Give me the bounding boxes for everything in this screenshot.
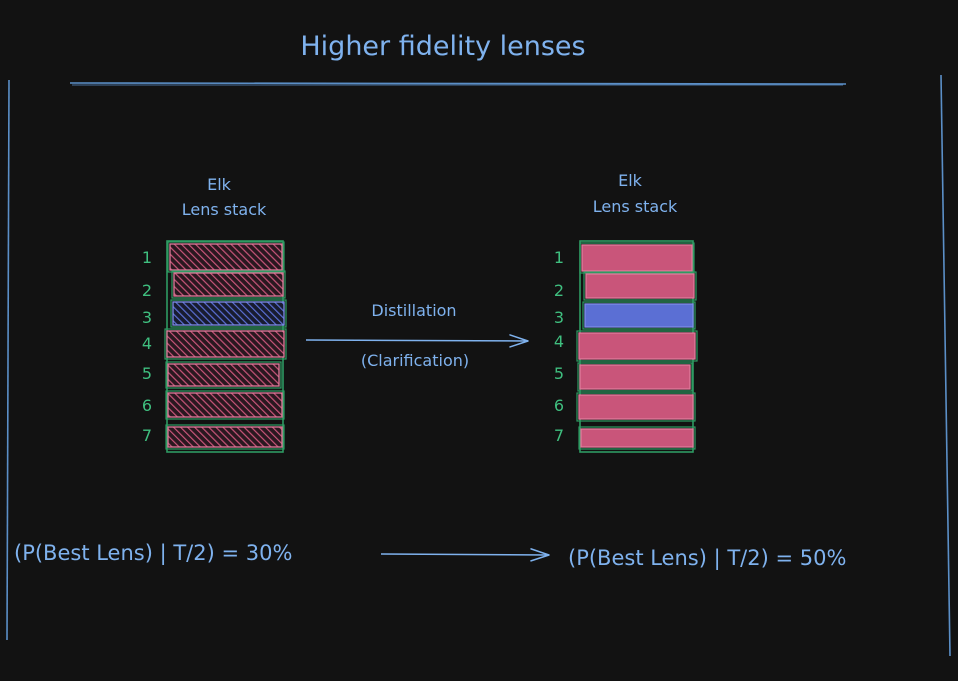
left-lens-layer-3 <box>172 301 285 326</box>
left-layer-number-3: 3 <box>142 308 152 327</box>
left-lens-layer-5 <box>167 363 280 387</box>
frame-left-line <box>6 79 10 641</box>
right-layer-number-6: 6 <box>554 396 564 415</box>
left-layer-cell-4 <box>164 328 287 360</box>
left-layer-cell-5 <box>165 361 282 389</box>
left-layer-number-2: 2 <box>142 281 152 300</box>
distillation-arrow: Distillation (Clarification) <box>305 301 529 370</box>
right-lens-layer-3 <box>584 303 694 328</box>
right-formula: (P(Best Lens) | T/2) = 50% <box>568 546 846 571</box>
right-layer-cell-5 <box>577 362 693 392</box>
right-layer-cell-3 <box>582 301 696 330</box>
left-layer-number-4: 4 <box>142 334 152 353</box>
right-lens-layer-1 <box>581 244 693 272</box>
right-layer-number-7: 7 <box>554 426 564 445</box>
frame-top-line <box>69 82 847 85</box>
right-layer-cell-1 <box>579 242 695 274</box>
left-lens-layer-4 <box>166 330 285 358</box>
right-layer-number-2: 2 <box>554 281 564 300</box>
right-lens-layer-7 <box>580 428 694 448</box>
right-lens-layer-5 <box>579 364 691 390</box>
frame-right-line <box>940 74 951 657</box>
left-stack-title-line2: Lens stack <box>182 200 267 219</box>
left-lens-layer-6 <box>167 392 283 418</box>
right-layer-cell-7 <box>578 426 696 450</box>
right-lens-layer-6 <box>578 394 694 420</box>
left-lens-layer-2 <box>173 272 284 297</box>
right-layer-number-3: 3 <box>554 308 564 327</box>
frame <box>6 74 951 657</box>
left-lens-stack: 1 2 3 4 5 6 7 <box>142 240 287 453</box>
left-layer-number-6: 6 <box>142 396 152 415</box>
right-layer-number-1: 1 <box>554 248 564 267</box>
right-stack-title-line2: Lens stack <box>593 197 678 216</box>
clarification-label: (Clarification) <box>361 351 469 370</box>
right-layer-cell-2 <box>583 271 697 301</box>
right-lens-stack: 1 2 3 4 5 6 7 <box>554 240 698 453</box>
distillation-arrow-line <box>305 334 529 348</box>
left-layer-number-5: 5 <box>142 364 152 383</box>
right-layer-cell-6 <box>576 392 696 422</box>
formula-arrow <box>380 548 550 562</box>
right-stack-title-line1: Elk <box>618 171 643 190</box>
right-layer-cell-4 <box>576 330 698 362</box>
page-title: Higher fidelity lenses <box>300 31 585 62</box>
left-layer-cell-2 <box>171 270 286 299</box>
left-lens-layer-7 <box>167 426 283 448</box>
left-formula: (P(Best Lens) | T/2) = 30% <box>14 541 292 566</box>
left-layer-cell-3 <box>170 299 287 328</box>
left-lens-layer-1 <box>169 243 283 271</box>
left-stack-title-line1: Elk <box>207 175 232 194</box>
distillation-label: Distillation <box>371 301 456 320</box>
right-lens-layer-2 <box>585 273 695 299</box>
right-layer-number-4: 4 <box>554 332 564 351</box>
left-layer-cell-1 <box>167 241 285 273</box>
left-layer-cell-6 <box>165 390 285 420</box>
left-layer-cell-7 <box>165 424 285 450</box>
right-lens-layer-4 <box>578 332 696 360</box>
left-layer-number-1: 1 <box>142 248 152 267</box>
right-layer-number-5: 5 <box>554 364 564 383</box>
left-layer-number-7: 7 <box>142 426 152 445</box>
